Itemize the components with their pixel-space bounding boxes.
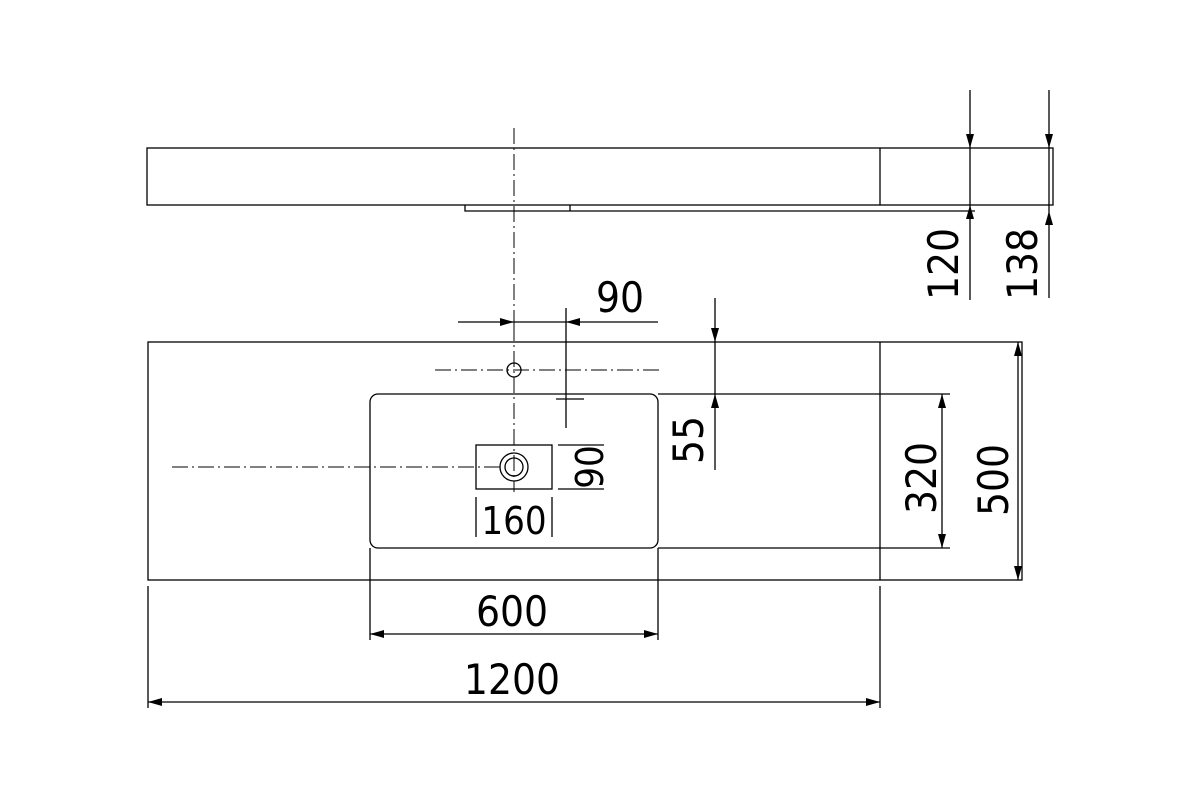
- dimension-label-500: 500: [969, 444, 1018, 516]
- basin-outline: [369, 393, 659, 549]
- dimension-600: 600: [369, 548, 659, 640]
- dimension-138: 138: [998, 90, 1053, 300]
- basin-underside-outline: [464, 205, 975, 212]
- dimension-label-320: 320: [897, 442, 946, 514]
- dimension-label-160: 160: [481, 499, 546, 543]
- dimension-label-1200: 1200: [464, 655, 560, 704]
- dimension-90-drain-box: 90: [558, 444, 612, 490]
- countertop-side-outline: [146, 147, 1054, 206]
- dimension-1200: 1200: [147, 586, 881, 708]
- dimension-label-120: 120: [919, 228, 968, 300]
- dimension-label-90-tap: 90: [596, 273, 644, 322]
- countertop-outline: [147, 341, 1023, 581]
- dimension-label-90-drain: 90: [568, 445, 612, 489]
- dimension-55: 55: [658, 298, 950, 470]
- dimension-160: 160: [475, 497, 553, 543]
- dimension-label-55: 55: [664, 416, 713, 464]
- dimension-label-600: 600: [476, 587, 548, 636]
- dimension-500: 500: [969, 342, 1022, 580]
- dimension-120: 120: [919, 90, 974, 300]
- dimension-label-138: 138: [998, 228, 1047, 300]
- dimension-90-tap-offset: 90: [458, 273, 658, 428]
- dimension-320: 320: [658, 394, 950, 549]
- top-plan-view: [147, 325, 1023, 581]
- side-elevation-view: [146, 128, 1054, 325]
